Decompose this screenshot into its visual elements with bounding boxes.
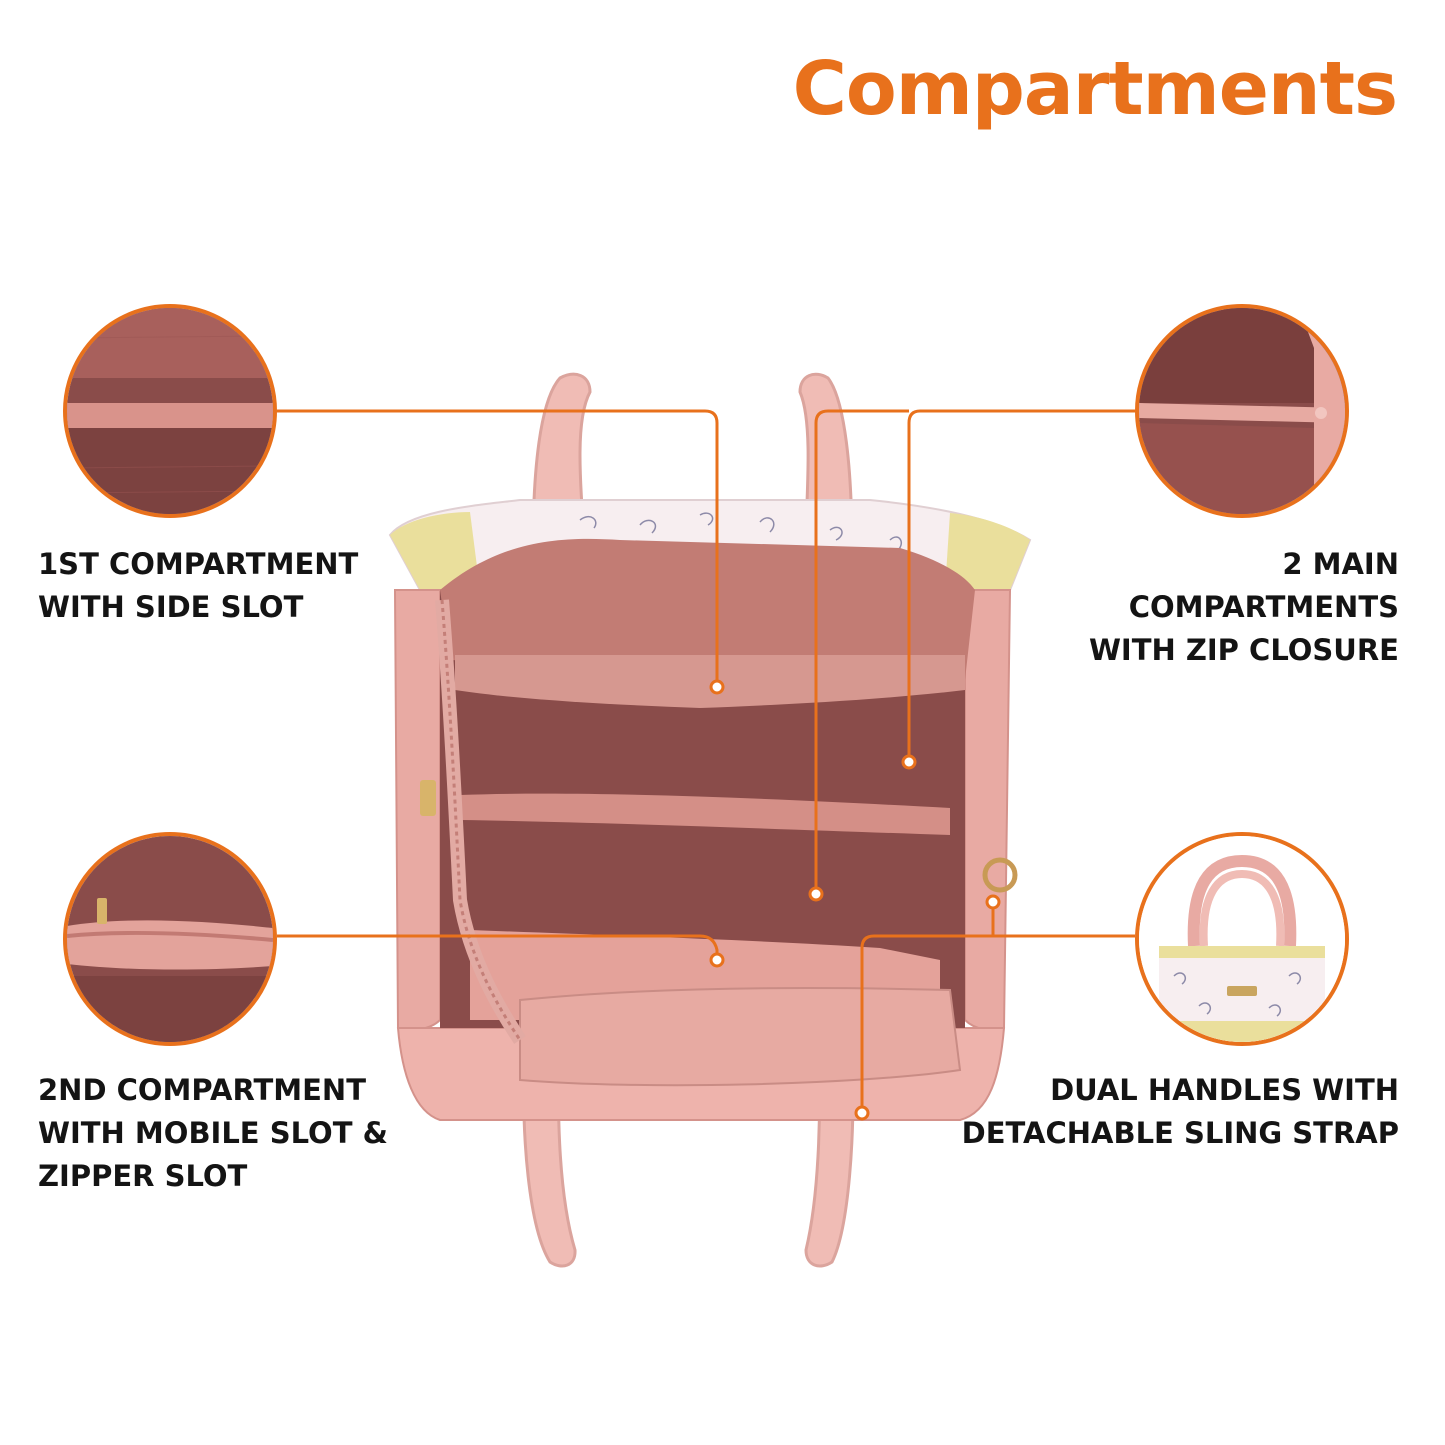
leader-mobile-slot [277, 934, 719, 956]
leader-sling-strap [860, 905, 1135, 1108]
callout-side-slot: 1ST COMPARTMENT WITH SIDE SLOT [38, 547, 359, 624]
dot-ring [985, 894, 1001, 910]
callout-sling-strap: DUAL HANDLES WITH DETACHABLE SLING STRAP [961, 1073, 1399, 1150]
leader-side-slot [277, 409, 719, 680]
dot-side-slot [709, 679, 725, 695]
leader-zip-closure-b [814, 409, 909, 888]
dot-zip-b [808, 886, 824, 902]
page-title: Compartments [792, 46, 1398, 132]
detail-side-slot [63, 304, 277, 518]
detail-mobile-slot [63, 832, 277, 1046]
dot-sling [854, 1105, 870, 1121]
callout-zip-closure: 2 MAIN COMPARTMENTS WITH ZIP CLOSURE [1088, 547, 1399, 667]
detail-zip-closure [1135, 304, 1349, 518]
callout-mobile-slot: 2ND COMPARTMENT WITH MOBILE SLOT & ZIPPE… [38, 1073, 388, 1193]
leader-zip-closure-a [907, 409, 1135, 756]
detail-handles [1135, 832, 1349, 1046]
dot-mobile-slot [709, 952, 725, 968]
dot-zip-a [901, 754, 917, 770]
